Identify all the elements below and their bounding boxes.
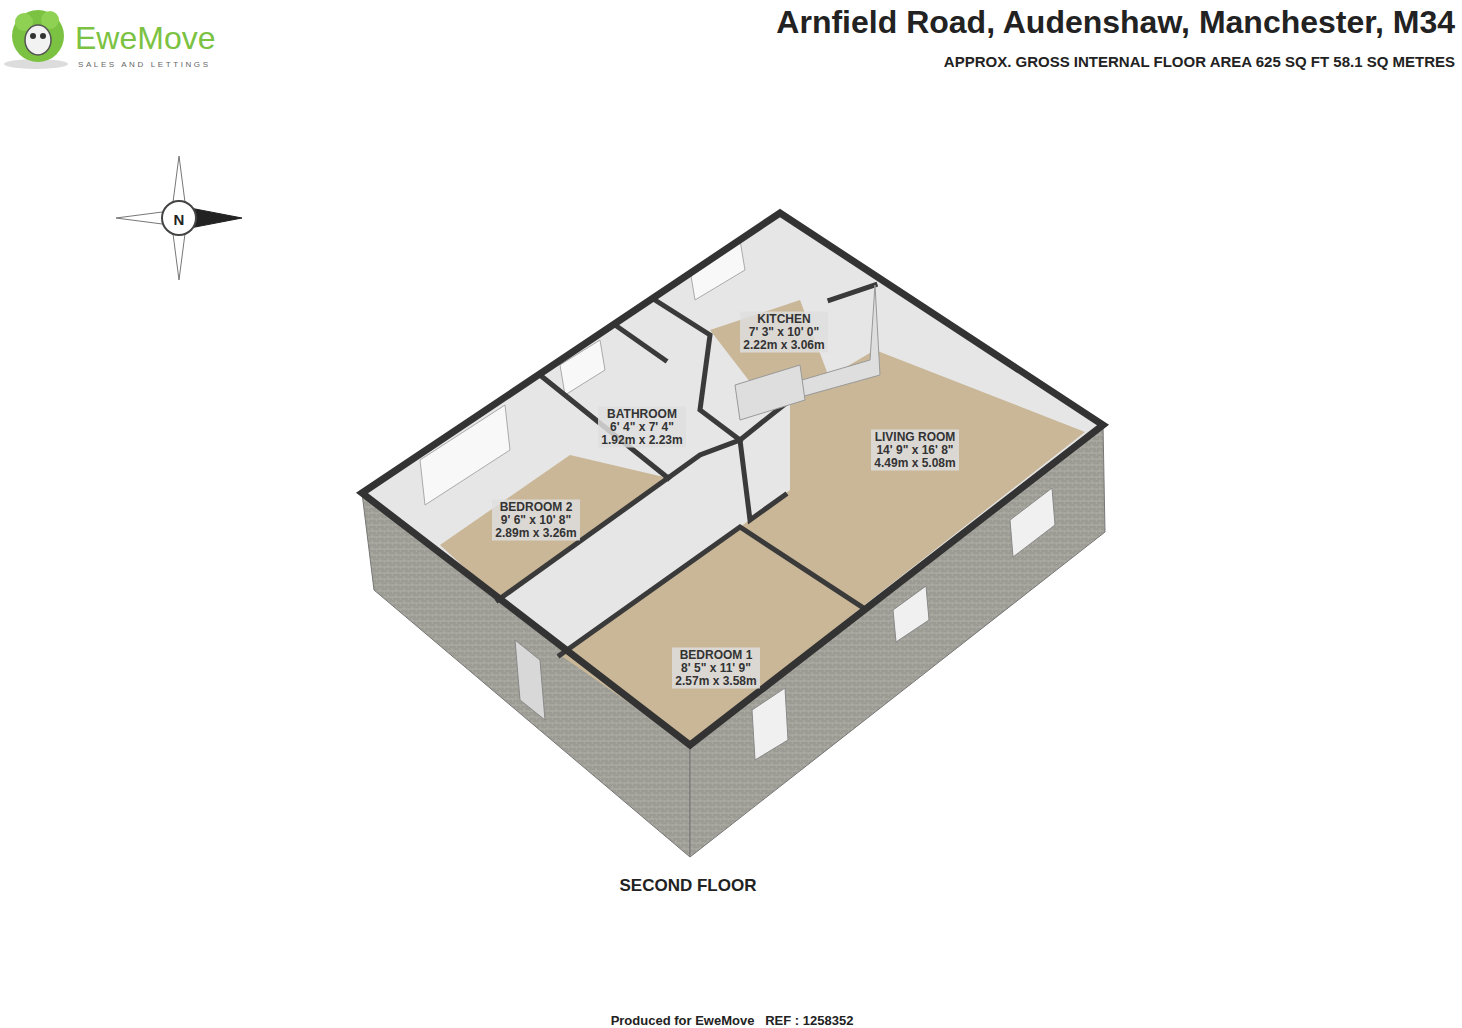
room-name: BEDROOM 2	[495, 501, 577, 514]
room-dimension: 2.57m x 3.58m	[675, 675, 757, 688]
room-name: LIVING ROOM	[874, 431, 956, 444]
producer-reference: Produced for EweMove REF : 1258352	[611, 1013, 854, 1028]
building	[362, 213, 1105, 857]
logo-tagline: SALES AND LETTINGS	[78, 60, 211, 69]
room-name: BATHROOM	[601, 408, 683, 421]
room-label: KITCHEN7' 3" x 10' 0"2.22m x 3.06m	[740, 312, 828, 353]
room-dimension: 9' 6" x 10' 8"	[495, 514, 577, 527]
compass	[116, 156, 242, 280]
room-label: LIVING ROOM14' 9" x 16' 8"4.49m x 5.08m	[871, 430, 959, 471]
room-dimension: 6' 4" x 7' 4"	[601, 421, 683, 434]
room-label: BATHROOM6' 4" x 7' 4"1.92m x 2.23m	[598, 407, 686, 448]
room-label: BEDROOM 29' 6" x 10' 8"2.89m x 3.26m	[492, 500, 580, 541]
room-dimension: 2.22m x 3.06m	[743, 339, 825, 352]
room-dimension: 7' 3" x 10' 0"	[743, 326, 825, 339]
logo-wordmark: EweMove	[75, 20, 216, 57]
room-dimension: 2.89m x 3.26m	[495, 527, 577, 540]
room-dimension: 4.49m x 5.08m	[874, 457, 956, 470]
room-dimension: 14' 9" x 16' 8"	[874, 444, 956, 457]
room-dimension: 8' 5" x 11' 9"	[675, 662, 757, 675]
compass-letter: N	[174, 211, 185, 228]
floor-name: SECOND FLOOR	[620, 876, 757, 896]
room-dimension: 1.92m x 2.23m	[601, 434, 683, 447]
room-name: KITCHEN	[743, 313, 825, 326]
logo-sheep	[4, 10, 68, 69]
page-title: Arnfield Road, Audenshaw, Manchester, M3…	[776, 4, 1455, 41]
floor-area-note: APPROX. GROSS INTERNAL FLOOR AREA 625 SQ…	[944, 53, 1455, 70]
room-label: BEDROOM 18' 5" x 11' 9"2.57m x 3.58m	[672, 648, 760, 689]
room-name: BEDROOM 1	[675, 649, 757, 662]
